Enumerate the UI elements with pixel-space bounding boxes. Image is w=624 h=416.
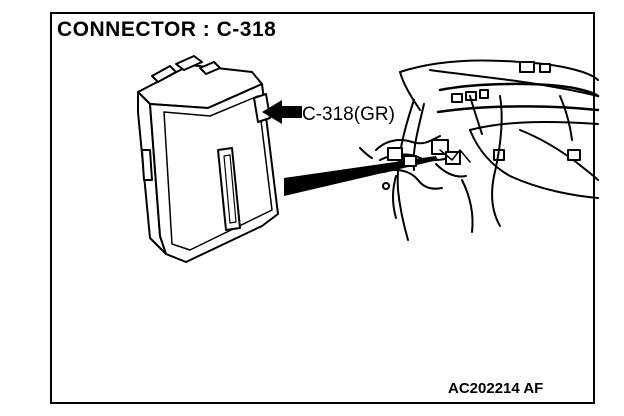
callout-label: C-318(GR) xyxy=(302,104,395,125)
wiring-harness-illustration xyxy=(359,59,600,241)
figure-code: AC202214 AF xyxy=(448,380,544,397)
page-title: CONNECTOR : C-318 xyxy=(57,18,277,41)
ecu-module-illustration xyxy=(137,55,279,263)
pointer-wedge-icon xyxy=(284,156,438,196)
diagram-frame xyxy=(50,12,595,404)
callout-arrow-icon xyxy=(262,100,302,124)
